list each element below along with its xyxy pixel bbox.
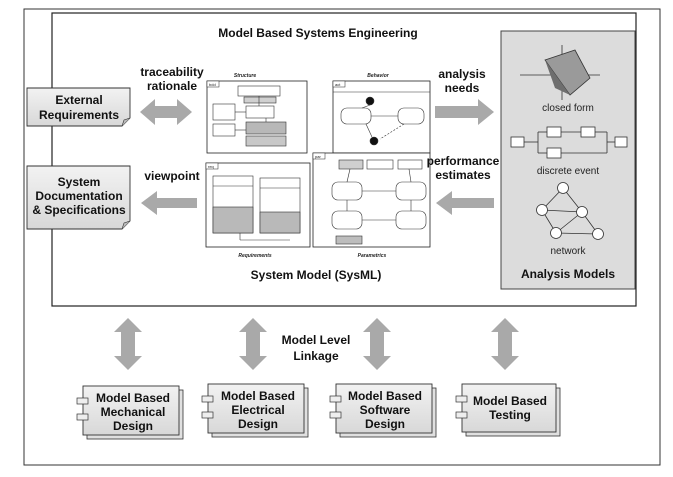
- model-level-label: Model Level: [282, 333, 351, 347]
- analysis-needs-arrow: [435, 99, 494, 125]
- mechanical-line3: Design: [113, 419, 153, 433]
- software-line2: Software: [360, 403, 411, 417]
- closed-form-label: closed form: [542, 103, 594, 114]
- viewpoint-label: viewpoint: [144, 169, 199, 183]
- system-model-title: System Model (SysML): [251, 268, 382, 282]
- mechanical-line1: Model Based: [96, 391, 170, 405]
- mbse-title: Model Based Systems Engineering: [218, 26, 417, 40]
- system-model-diagram: Structure Behavior bdd act: [205, 73, 431, 259]
- system-documentation-line2: Documentation: [35, 189, 122, 203]
- needs-label: needs: [445, 81, 480, 95]
- behavior-label: Behavior: [367, 73, 389, 79]
- analysis-models-title: Analysis Models: [521, 267, 615, 281]
- bdd-tag: bdd: [209, 82, 216, 87]
- software-linkage-arrow: [363, 318, 391, 370]
- electrical-linkage-arrow: [239, 318, 267, 370]
- testing-linkage-arrow: [491, 318, 519, 370]
- testing-line2: Testing: [489, 408, 531, 422]
- testing-line1: Model Based: [473, 394, 547, 408]
- mechanical-design-box: Model Based Mechanical Design: [76, 385, 184, 440]
- act-tag: act: [335, 82, 341, 87]
- discrete-event-label: discrete event: [537, 166, 599, 177]
- testing-box: Model Based Testing: [455, 383, 561, 437]
- external-requirements-line2: Requirements: [39, 108, 119, 122]
- system-documentation-line1: System: [58, 175, 101, 189]
- electrical-line2: Electrical: [231, 403, 284, 417]
- linkage-label: Linkage: [293, 349, 339, 363]
- estimates-label: estimates: [435, 168, 491, 182]
- closed-form-icon: [520, 45, 600, 100]
- analysis-label: analysis: [438, 67, 486, 81]
- external-requirements-box: External Requirements: [26, 87, 131, 127]
- performance-arrow: [436, 191, 494, 215]
- par-tag: par: [315, 154, 321, 159]
- electrical-line1: Model Based: [221, 389, 295, 403]
- req-tag: req: [208, 164, 214, 169]
- structure-label: Structure: [234, 73, 256, 79]
- software-design-box: Model Based Software Design: [329, 383, 437, 438]
- outer-frame: [23, 8, 661, 466]
- external-requirements-line1: External: [55, 93, 102, 107]
- software-line3: Design: [365, 417, 405, 431]
- traceability-arrow: [140, 99, 192, 125]
- software-line1: Model Based: [348, 389, 422, 403]
- performance-label: performance: [427, 154, 500, 168]
- mechanical-linkage-arrow: [114, 318, 142, 370]
- parametrics-label: Parametrics: [358, 253, 387, 259]
- viewpoint-arrow: [141, 191, 197, 215]
- network-label: network: [550, 246, 586, 257]
- system-documentation-line3: & Specifications: [32, 203, 126, 217]
- network-icon: [536, 182, 604, 240]
- discrete-event-icon: [510, 126, 628, 159]
- rationale-label: rationale: [147, 79, 197, 93]
- mechanical-line2: Mechanical: [101, 405, 166, 419]
- requirements-label: Requirements: [238, 253, 272, 259]
- electrical-line3: Design: [238, 417, 278, 431]
- electrical-design-box: Model Based Electrical Design: [201, 383, 309, 438]
- system-documentation-box: System Documentation & Specifications: [26, 165, 131, 230]
- traceability-label: traceability: [140, 65, 204, 79]
